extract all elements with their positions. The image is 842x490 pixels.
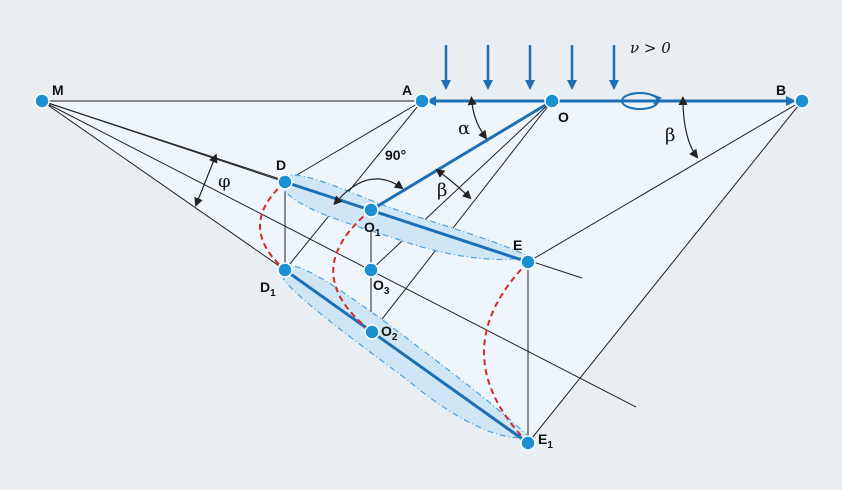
point-O1: [363, 202, 379, 218]
rotation-arrow-icon: [621, 92, 662, 110]
point-D: [277, 174, 293, 190]
point-D1: [277, 262, 293, 278]
point-B: [794, 93, 810, 109]
label-O2: O2: [381, 323, 398, 343]
angle-alpha-label: α: [458, 118, 470, 139]
label-A: A: [402, 82, 412, 98]
angle-phi-label: φ: [218, 171, 231, 192]
label-O3: O3: [373, 277, 390, 297]
fan-region-fill: [42, 101, 802, 443]
points: [34, 93, 810, 451]
point-E1: [520, 435, 536, 451]
angle-beta-top-label: β: [665, 125, 675, 146]
label-D1: D1: [260, 279, 276, 299]
label-B: B: [776, 82, 786, 98]
down-arrow-icon: [441, 45, 619, 90]
angle-arcs: [194, 96, 699, 207]
label-O1: O1: [364, 219, 381, 239]
label-O: O: [558, 109, 569, 125]
red-dashed-arcs: [259, 181, 529, 444]
point-A: [414, 93, 430, 109]
label-E1: E1: [538, 431, 553, 451]
label-M: M: [52, 82, 64, 98]
flow-condition-label: ν > 0: [630, 39, 671, 57]
point-O: [544, 93, 560, 109]
label-D: D: [276, 157, 286, 173]
label-E: E: [513, 237, 522, 253]
point-O2: [364, 324, 380, 340]
angle-beta-mid-label: β: [437, 180, 447, 201]
right-angle-label: 90°: [385, 147, 406, 163]
point-E: [520, 254, 536, 270]
point-O3: [363, 262, 379, 278]
point-M: [34, 93, 50, 109]
